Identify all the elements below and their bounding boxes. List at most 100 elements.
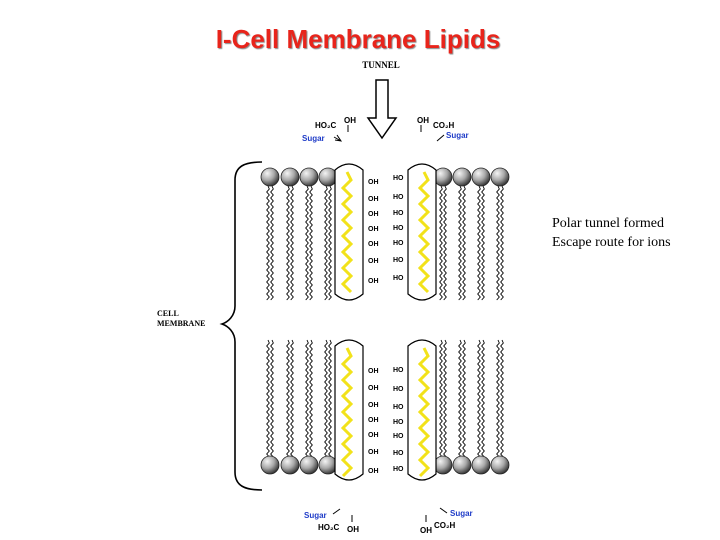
hydroxyl-label: OH: [368, 402, 379, 409]
ho2c-label: HO₂C: [315, 121, 337, 130]
caption-polar-tunnel: Polar tunnel formed: [552, 216, 664, 231]
lipid-head: [299, 455, 319, 475]
sugar-label: Sugar: [302, 134, 325, 143]
arrow-down-icon: [366, 79, 398, 140]
co2h-label: CO₂H: [434, 521, 456, 530]
hydroxyl-label: HO: [393, 386, 404, 393]
hydroxyl-label: HO: [393, 450, 404, 457]
lipid-head: [471, 455, 491, 475]
steroid-outline: [334, 339, 364, 481]
hydroxyl-label: HO: [393, 466, 404, 473]
hydroxyl-label: OH: [368, 417, 379, 424]
hydroxyl-label: HO: [393, 175, 404, 182]
lipid-head: [299, 167, 319, 187]
lipid-tail: [305, 185, 309, 301]
hydroxyl-label: HO: [393, 210, 404, 217]
bottom-left-sugar-group: Sugar HO₂C OH: [304, 508, 359, 534]
top-left-sugar-group: HO₂C OH Sugar: [302, 116, 356, 143]
co2h-label: CO₂H: [433, 121, 455, 130]
lipid-head: [490, 167, 510, 187]
polar-groups: OH OH OH OH OH OH OH HO HO HO HO HO HO HO OH OH OH OH OH OH…: [368, 175, 404, 475]
hydroxyl-label: OH: [368, 368, 379, 375]
lipid-head: [280, 455, 300, 475]
lipid-tail: [500, 185, 504, 301]
hydroxyl-label: OH: [368, 179, 379, 186]
hydroxyl-label: HO: [393, 404, 404, 411]
lipid-head: [433, 455, 453, 475]
lipid-head: [318, 455, 338, 475]
lipid-layer-group: [260, 167, 510, 475]
hydroxyl-label: HO: [393, 194, 404, 201]
hydroxyl-label: HO: [393, 419, 404, 426]
lipid-head: [260, 167, 280, 187]
bottom-right-sugar-group: Sugar CO₂H OH: [420, 507, 473, 535]
lipid-tail: [328, 185, 332, 301]
hydroxyl-label: OH: [368, 226, 379, 233]
hydroxyl-label: OH: [368, 385, 379, 392]
hydroxyl-label: OH: [368, 468, 379, 475]
oh-label: OH: [417, 116, 429, 125]
lipid-tail: [481, 339, 485, 458]
lipid-tail: [324, 185, 328, 301]
lipid-tail: [500, 339, 504, 458]
lipid-tail: [309, 339, 313, 458]
lipid-tail: [462, 339, 466, 458]
lipid-tail: [324, 339, 328, 458]
sugar-label: Sugar: [446, 131, 469, 140]
steroid-ring: [417, 347, 431, 478]
hydroxyl-label: HO: [393, 433, 404, 440]
lipid-tail: [270, 339, 274, 458]
lipid-tail: [496, 339, 500, 458]
hydroxyl-label: HO: [393, 367, 404, 374]
lipid-head: [260, 455, 280, 475]
top-right-sugar-group: OH CO₂H Sugar: [417, 116, 469, 142]
oh-label: OH: [344, 116, 356, 125]
lipid-tail: [290, 339, 294, 458]
hydroxyl-label: OH: [368, 278, 379, 285]
lipid-head: [490, 455, 510, 475]
page-title: I-Cell Membrane Lipids: [215, 24, 501, 54]
hydroxyl-label: OH: [368, 258, 379, 265]
caption-escape-route: Escape route for ions: [552, 235, 671, 250]
hydroxyl-label: OH: [368, 211, 379, 218]
lipid-tail: [305, 339, 309, 458]
lipid-tail: [481, 185, 485, 301]
lipid-tail: [439, 185, 443, 301]
lipid-tail: [286, 339, 290, 458]
steroid-ring: [340, 171, 354, 294]
steroid-ring: [417, 171, 431, 294]
steroid-group: [334, 163, 437, 481]
tunnel-label: TUNNEL: [362, 60, 400, 70]
lipid-head: [433, 167, 453, 187]
lipid-tail: [443, 185, 447, 301]
sugar-label: Sugar: [304, 511, 327, 520]
hydroxyl-label: OH: [368, 432, 379, 439]
lipid-tail: [290, 185, 294, 301]
ho2c-label: HO₂C: [318, 523, 340, 532]
lipid-tail: [286, 185, 290, 301]
lipid-tail: [477, 185, 481, 301]
lipid-tail: [477, 339, 481, 458]
lipid-head: [280, 167, 300, 187]
hydroxyl-label: HO: [393, 275, 404, 282]
brace-icon: [219, 161, 263, 491]
lipid-tail: [309, 185, 313, 301]
hydroxyl-label: OH: [368, 196, 379, 203]
lipid-head: [471, 167, 491, 187]
hydroxyl-label: HO: [393, 257, 404, 264]
lipid-tail: [266, 339, 270, 458]
lipid-head: [452, 455, 472, 475]
hydroxyl-label: OH: [368, 449, 379, 456]
membrane-label: CELL: [157, 309, 179, 318]
membrane-label: MEMBRANE: [157, 319, 205, 328]
lipid-tail: [443, 339, 447, 458]
lipid-head: [452, 167, 472, 187]
lipid-head: [318, 167, 338, 187]
lipid-tail: [458, 339, 462, 458]
lipid-tail: [270, 185, 274, 301]
lipid-tail: [439, 339, 443, 458]
lipid-tail: [458, 185, 462, 301]
steroid-ring: [340, 347, 354, 478]
oh-label: OH: [347, 525, 359, 534]
